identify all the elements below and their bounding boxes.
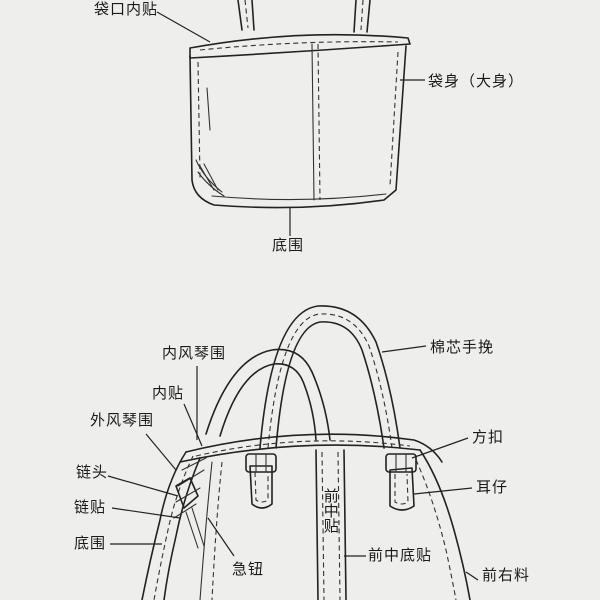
label-zipper-tape: 链贴 (74, 498, 107, 516)
label-front-right: 前右料 (482, 566, 531, 584)
label-cotton-handle: 棉芯手挽 (430, 338, 495, 356)
leader-inner-lining (183, 403, 203, 447)
tote-body (189, 45, 407, 209)
label-mouth-lining: 袋口内贴 (94, 0, 159, 18)
tote-bag (189, 0, 411, 209)
label-snap-button: 急钮 (232, 560, 265, 578)
label-inner-gusset: 内风琴围 (162, 344, 227, 362)
label-ear-tab: 耳仔 (476, 478, 509, 496)
label-inner-lining: 内贴 (152, 384, 185, 402)
handle-back (259, 305, 401, 449)
right-side (419, 449, 471, 600)
label-tote-bottom: 底围 (272, 236, 305, 254)
label-bottom-gusset: 底围 (74, 534, 107, 552)
leader-zipper-pull (107, 475, 179, 497)
leader-buckle (411, 437, 469, 459)
square-buckle-right (385, 453, 417, 473)
leader-handle (381, 345, 427, 353)
ear-tab-left (249, 465, 273, 509)
label-front-center-bottom: 前中底贴 (368, 546, 433, 564)
left-gusset (141, 451, 187, 600)
handle-front (205, 348, 331, 441)
leader-outer-gusset (145, 433, 177, 471)
tote-mouth (189, 33, 411, 59)
front-center-strip-shape (315, 449, 347, 600)
handbag-top-rim (185, 433, 443, 463)
square-buckle-left (245, 453, 277, 473)
leader-ear (413, 487, 473, 495)
ear-tab-right (389, 467, 415, 511)
label-front-center-strip: 前中贴 (321, 488, 340, 533)
tote-handle-left (237, 0, 255, 31)
leader-mouth-lining (156, 11, 211, 43)
leader-snap (207, 517, 235, 557)
leader-front-right (465, 571, 479, 581)
label-square-buckle: 方扣 (472, 428, 505, 446)
handbag (141, 305, 471, 600)
leader-zipper-tape (111, 507, 181, 519)
label-bag-body: 袋身（大身） (428, 72, 525, 90)
label-outer-gusset: 外风琴围 (90, 411, 155, 429)
zipper-pull-shape (175, 477, 199, 509)
tote-handle-right (353, 0, 371, 33)
label-zipper-pull: 链头 (76, 463, 109, 481)
